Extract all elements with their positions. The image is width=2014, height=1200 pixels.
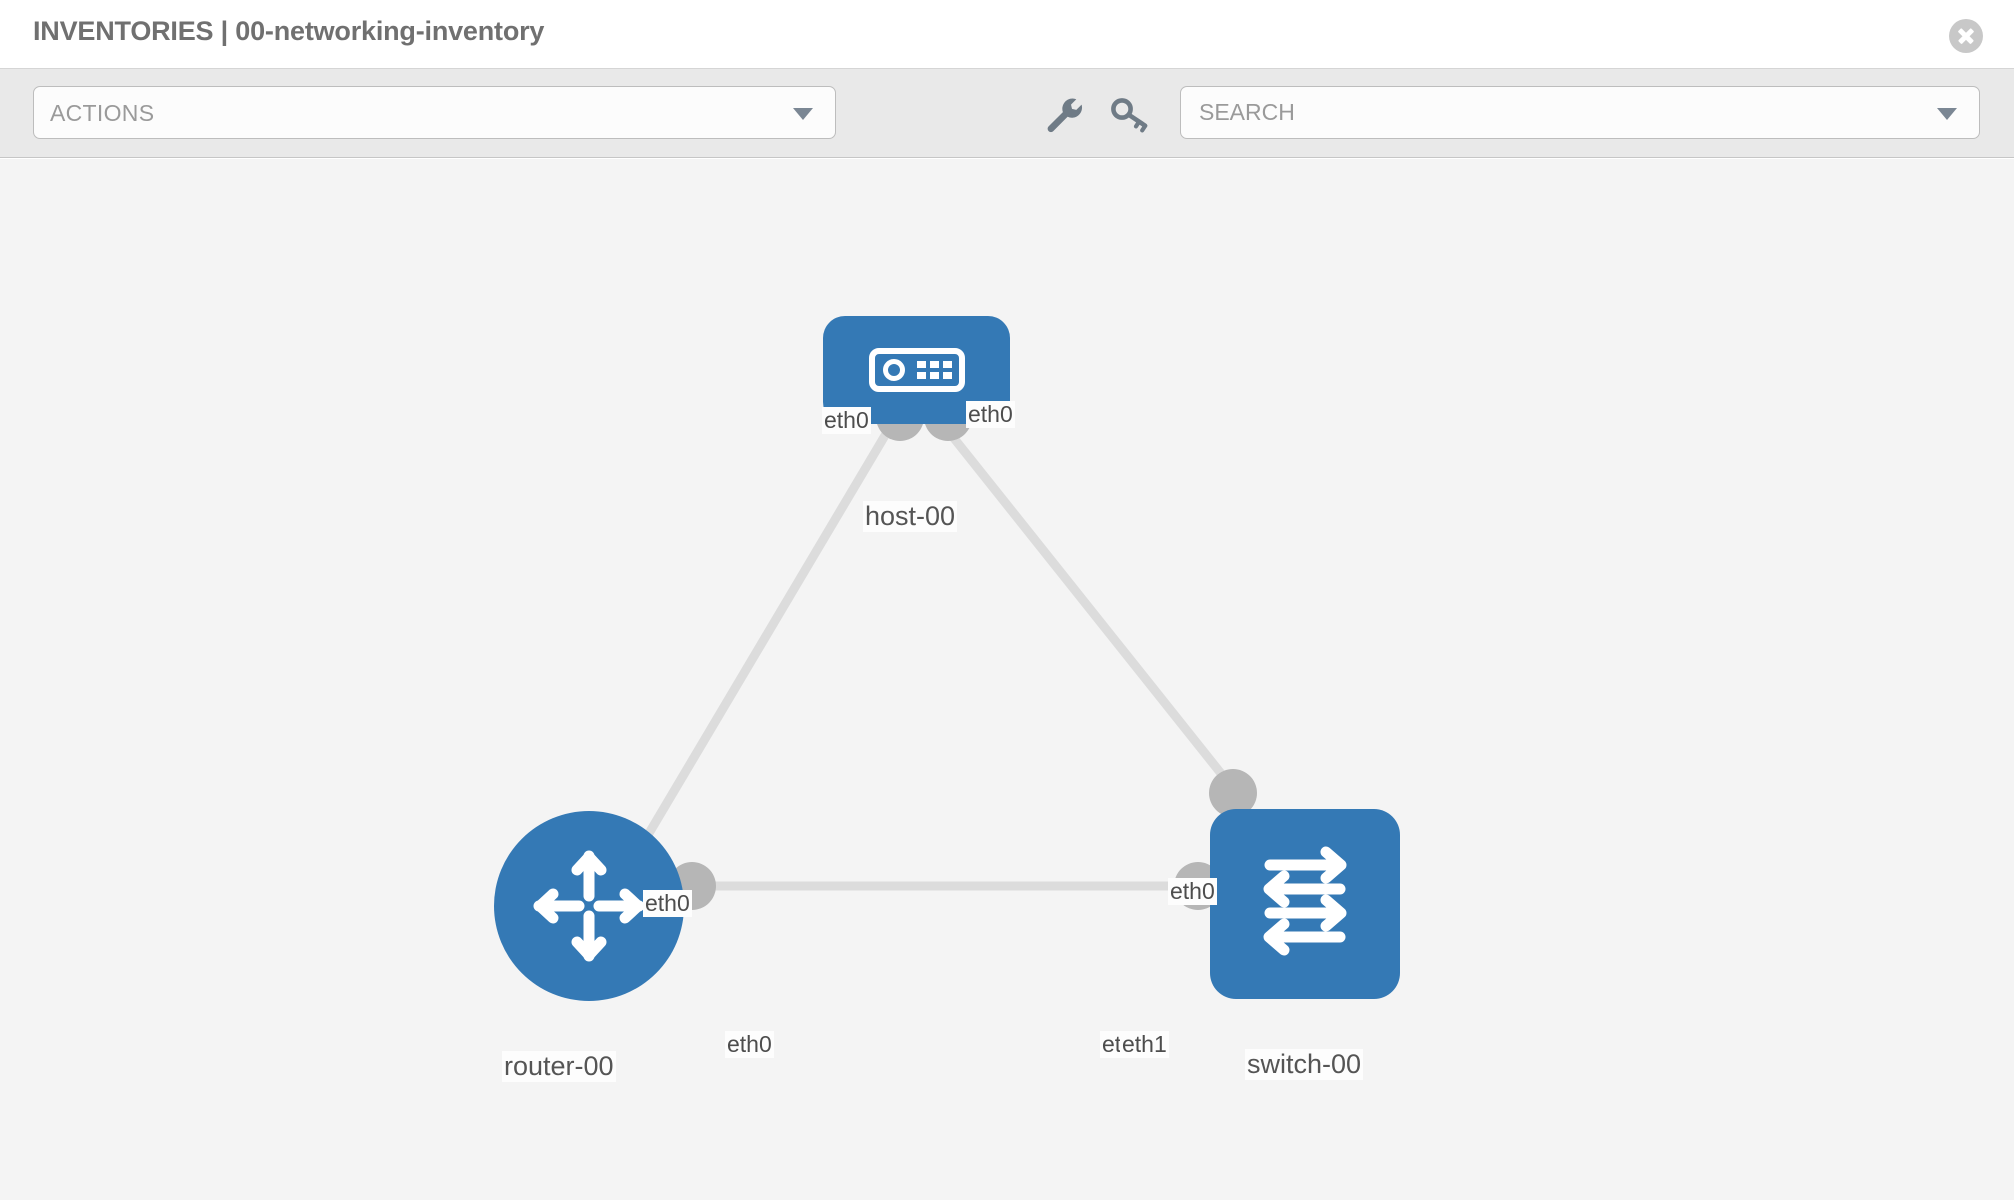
- iface-label-host-left: eth0: [822, 407, 871, 434]
- key-icon[interactable]: [1110, 95, 1150, 133]
- chevron-down-icon[interactable]: [1937, 108, 1957, 120]
- iface-label-host-right: eth0: [966, 401, 1015, 428]
- iface-label-router-up: eth0: [643, 890, 692, 917]
- wrench-icon[interactable]: [1043, 95, 1083, 133]
- iface-label-switch-up: eth0: [1168, 878, 1217, 905]
- router-arrows-icon: [533, 850, 645, 962]
- host-node-label: host-00: [863, 501, 958, 532]
- topology-node-switch-00[interactable]: switch-00: [1210, 809, 1400, 1080]
- router-node-label: router-00: [502, 1051, 616, 1082]
- server-icon: [868, 348, 965, 392]
- switch-node-label: switch-00: [1245, 1049, 1364, 1080]
- iface-label-switch-eth1: eth1: [1120, 1031, 1169, 1058]
- link-router-host: [606, 424, 894, 902]
- actions-dropdown[interactable]: ACTIONS: [33, 86, 836, 139]
- switch-node-shape[interactable]: [1210, 809, 1400, 999]
- port-switch-up: [1209, 769, 1257, 817]
- topology-canvas[interactable]: host-00 router-00: [0, 159, 2014, 1200]
- page-header: INVENTORIES | 00-networking-inventory: [0, 0, 2014, 69]
- chevron-down-icon: [793, 108, 813, 120]
- toolbar: ACTIONS: [0, 69, 2014, 158]
- page-title: INVENTORIES | 00-networking-inventory: [33, 16, 545, 46]
- link-host-switch: [941, 424, 1239, 794]
- search-input[interactable]: [1197, 87, 1917, 138]
- close-icon[interactable]: [1949, 19, 1983, 53]
- switch-arrows-icon: [1263, 846, 1347, 956]
- search-box[interactable]: [1180, 86, 1980, 139]
- iface-label-router-right: eth0: [725, 1031, 774, 1058]
- actions-dropdown-label: ACTIONS: [50, 100, 155, 126]
